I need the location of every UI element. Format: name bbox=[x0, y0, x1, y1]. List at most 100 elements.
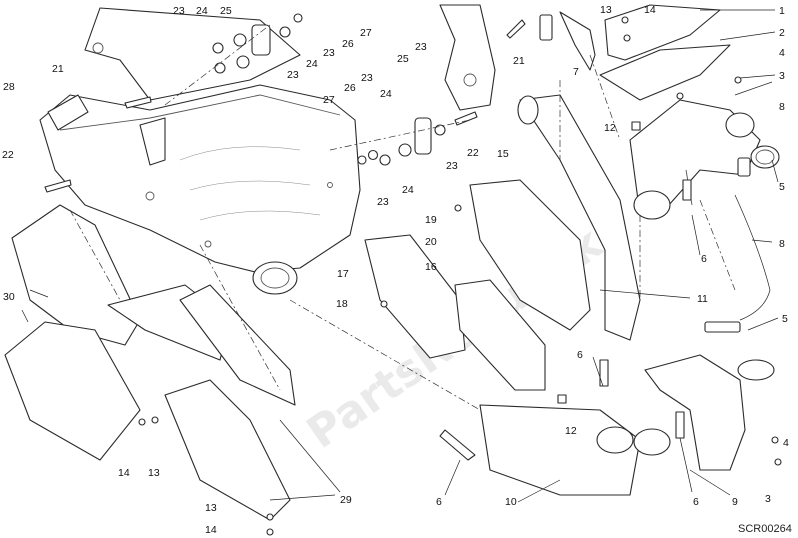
callout-14: 14 bbox=[118, 467, 130, 479]
spring-6c[interactable] bbox=[675, 411, 685, 439]
hardware bbox=[44, 13, 782, 536]
upper-mount-bracket[interactable] bbox=[84, 7, 301, 166]
callout-26: 26 bbox=[342, 38, 354, 50]
heat-cover-1[interactable] bbox=[604, 4, 721, 61]
screw-18[interactable] bbox=[380, 300, 388, 308]
callout-23: 23 bbox=[361, 72, 373, 84]
callout-6: 6 bbox=[693, 496, 699, 508]
callout-15: 15 bbox=[497, 148, 509, 160]
lambda-sensor-8[interactable] bbox=[704, 157, 771, 333]
callout-8: 8 bbox=[779, 238, 785, 250]
footrest-bracket[interactable] bbox=[439, 4, 496, 111]
exhaust-pipe-11[interactable] bbox=[517, 94, 641, 341]
callout-6: 6 bbox=[436, 496, 442, 508]
spring-6a[interactable] bbox=[682, 169, 693, 206]
rubber-grommet-stack-upper[interactable] bbox=[212, 13, 303, 74]
screw-3b[interactable] bbox=[774, 458, 782, 466]
callout-5: 5 bbox=[779, 181, 785, 193]
callout-4: 4 bbox=[783, 437, 789, 449]
callout-17: 17 bbox=[337, 268, 349, 280]
screw-3a[interactable] bbox=[676, 92, 684, 100]
callout-23: 23 bbox=[287, 69, 299, 81]
silencer-body[interactable] bbox=[39, 84, 361, 295]
callout-3: 3 bbox=[779, 70, 785, 82]
screw-19[interactable] bbox=[454, 204, 462, 212]
gasket-5[interactable] bbox=[750, 145, 780, 169]
callout-11: 11 bbox=[697, 293, 708, 305]
heat-shield-15[interactable] bbox=[469, 179, 591, 331]
callout-23: 23 bbox=[323, 47, 335, 59]
front-pipe-7[interactable] bbox=[629, 99, 761, 220]
washer-13c[interactable] bbox=[623, 34, 631, 42]
callout-23: 23 bbox=[173, 5, 185, 17]
callout-13: 13 bbox=[205, 502, 217, 514]
assembly-lines bbox=[69, 24, 736, 411]
callout-3: 3 bbox=[765, 493, 771, 505]
callout-7: 7 bbox=[573, 66, 579, 78]
callout-labels: 1 2 3 3 4 4 5 5 6 6 6 6 7 8 8 9 10 11 12… bbox=[2, 4, 789, 536]
callout-28: 28 bbox=[3, 81, 15, 93]
washer-13b[interactable] bbox=[266, 513, 274, 521]
callout-13: 13 bbox=[148, 467, 160, 479]
callout-19: 19 bbox=[425, 214, 437, 226]
callout-20: 20 bbox=[425, 236, 437, 248]
leader-lines bbox=[21, 9, 779, 503]
callout-6: 6 bbox=[701, 253, 707, 265]
rubber-grommet-stack-center[interactable] bbox=[357, 117, 446, 166]
screw-22a[interactable] bbox=[44, 179, 72, 193]
callout-23: 23 bbox=[446, 160, 458, 172]
callout-24: 24 bbox=[196, 5, 208, 17]
callout-6: 6 bbox=[577, 349, 583, 361]
callout-30: 30 bbox=[3, 291, 15, 303]
callout-12: 12 bbox=[604, 122, 616, 134]
callout-24: 24 bbox=[306, 58, 318, 70]
lambda-sensor-upper[interactable] bbox=[539, 11, 596, 71]
callout-22: 22 bbox=[467, 147, 479, 159]
washer-14b[interactable] bbox=[266, 528, 274, 536]
callout-1: 1 bbox=[779, 5, 785, 17]
callout-24: 24 bbox=[402, 184, 414, 196]
callout-5: 5 bbox=[782, 313, 788, 325]
washer-14a[interactable] bbox=[138, 418, 146, 426]
heat-shield-20[interactable] bbox=[364, 234, 466, 359]
nut-4b[interactable] bbox=[771, 436, 779, 444]
header-pipe-9[interactable] bbox=[644, 354, 775, 471]
screw-14c[interactable] bbox=[621, 16, 629, 24]
heat-shield-16[interactable] bbox=[454, 279, 546, 391]
callout-2: 2 bbox=[779, 27, 785, 39]
heat-shield-29[interactable] bbox=[107, 284, 296, 521]
screw-22b[interactable] bbox=[454, 111, 478, 126]
callout-12: 12 bbox=[565, 425, 577, 437]
callout-21: 21 bbox=[52, 63, 64, 75]
clip-12a[interactable] bbox=[631, 121, 641, 131]
spring-6b[interactable] bbox=[599, 359, 609, 387]
callout-4: 4 bbox=[779, 47, 785, 59]
heat-guard-30[interactable] bbox=[4, 204, 141, 461]
callout-23: 23 bbox=[377, 196, 389, 208]
callout-24: 24 bbox=[380, 88, 392, 100]
collector-10[interactable] bbox=[479, 404, 671, 496]
spring-6d[interactable] bbox=[439, 429, 476, 461]
callout-13: 13 bbox=[600, 4, 612, 16]
callout-26: 26 bbox=[344, 82, 356, 94]
callout-23: 23 bbox=[415, 41, 427, 53]
callout-16: 16 bbox=[425, 261, 437, 273]
washer-13a[interactable] bbox=[151, 416, 159, 424]
callout-25: 25 bbox=[397, 53, 409, 65]
callout-27: 27 bbox=[323, 94, 335, 106]
screw-21b[interactable] bbox=[506, 19, 526, 39]
nut-4a[interactable] bbox=[734, 76, 742, 84]
drawing-code: SCR00264 bbox=[738, 523, 792, 535]
clip-12b[interactable] bbox=[557, 394, 567, 404]
callout-10: 10 bbox=[505, 496, 517, 508]
callout-18: 18 bbox=[336, 298, 348, 310]
callout-14: 14 bbox=[644, 4, 656, 16]
callout-27: 27 bbox=[360, 27, 372, 39]
screw-21a[interactable] bbox=[124, 96, 152, 109]
heat-cover-2[interactable] bbox=[599, 44, 731, 101]
callout-29: 29 bbox=[340, 494, 352, 506]
callout-8: 8 bbox=[779, 101, 785, 113]
callout-9: 9 bbox=[732, 496, 738, 508]
